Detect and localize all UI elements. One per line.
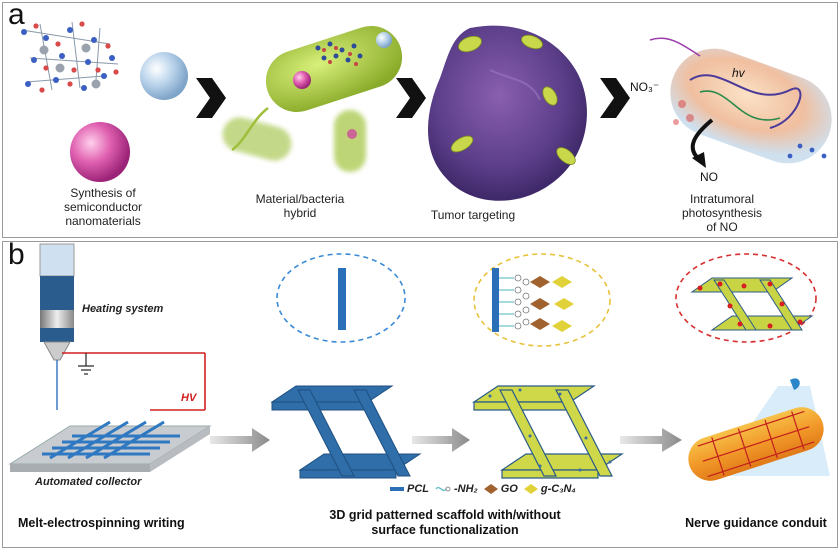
process-arrows xyxy=(196,78,630,118)
bacteria-hybrid xyxy=(222,25,403,172)
functionalized-grid-speckles xyxy=(488,388,612,472)
caption-intratumoral: Intratumoral photosynthesis of NO xyxy=(681,192,763,234)
material-legend: PCL -NH₂ GO g-C₃N₄ xyxy=(390,482,576,496)
heating-system-label: Heating system xyxy=(82,303,164,315)
light-hv-label: hv xyxy=(732,66,745,80)
caption-conduit: Nerve guidance conduit xyxy=(685,516,827,530)
legend-gc3n4-label: g-C₃N₄ xyxy=(540,483,576,495)
nanomaterial-lattice xyxy=(21,21,119,93)
panel-a-label: a xyxy=(8,0,25,31)
legend-nh2: -NH₂ xyxy=(435,483,478,495)
legend-gc3n4: g-C₃N₄ xyxy=(523,483,576,495)
functionalized-grid-scaffold xyxy=(472,385,624,479)
panel-b-label: b xyxy=(8,238,25,271)
caption-tumor-targeting: Tumor targeting xyxy=(430,208,516,222)
panel-b-arrows xyxy=(210,428,682,452)
caption-synthesis: Synthesis of semiconductor nanomaterials xyxy=(63,186,143,228)
gc3n4-star-icon xyxy=(523,484,538,494)
panel-b-illustration xyxy=(8,243,830,481)
hv-label: HV xyxy=(181,392,197,404)
cell-zoom-ellipse xyxy=(675,253,817,343)
legend-go: GO xyxy=(483,483,518,495)
pcl-swatch-icon xyxy=(390,487,404,491)
caption-mew: Melt-electrospinning writing xyxy=(18,516,185,530)
tumor-mass xyxy=(428,25,587,201)
panel-a-illustration xyxy=(21,21,832,201)
pcl-grid-scaffold xyxy=(270,385,422,479)
caption-hybrid: Material/bacteria hybrid xyxy=(255,192,345,220)
blue-nanosphere xyxy=(140,52,188,100)
go-diamond-icon xyxy=(483,484,498,494)
pink-nanosphere xyxy=(70,122,130,182)
pcl-zoom-ellipse xyxy=(276,253,406,343)
pcl-fiber xyxy=(338,268,346,330)
no-label: NO xyxy=(700,170,718,184)
nerve-guidance-conduit xyxy=(688,378,830,481)
legend-pcl: PCL xyxy=(390,483,429,495)
bacterium-photosynthesis xyxy=(649,37,832,168)
nitrate-label: NO₃⁻ xyxy=(630,80,660,94)
functionalized-zoom-ellipse xyxy=(473,253,611,347)
functionalized-fiber xyxy=(492,268,574,332)
legend-pcl-label: PCL xyxy=(407,483,429,495)
nh2-squiggle-icon xyxy=(435,486,451,492)
cell-seeded-scaffold xyxy=(690,277,814,331)
caption-scaffold: 3D grid patterned scaffold with/without … xyxy=(329,508,561,537)
melt-electrospinning-device xyxy=(8,243,212,472)
legend-go-label: GO xyxy=(500,483,518,495)
collector-label: Automated collector xyxy=(35,476,142,488)
cell-markers xyxy=(697,281,803,329)
legend-nh2-label: -NH₂ xyxy=(454,483,478,495)
